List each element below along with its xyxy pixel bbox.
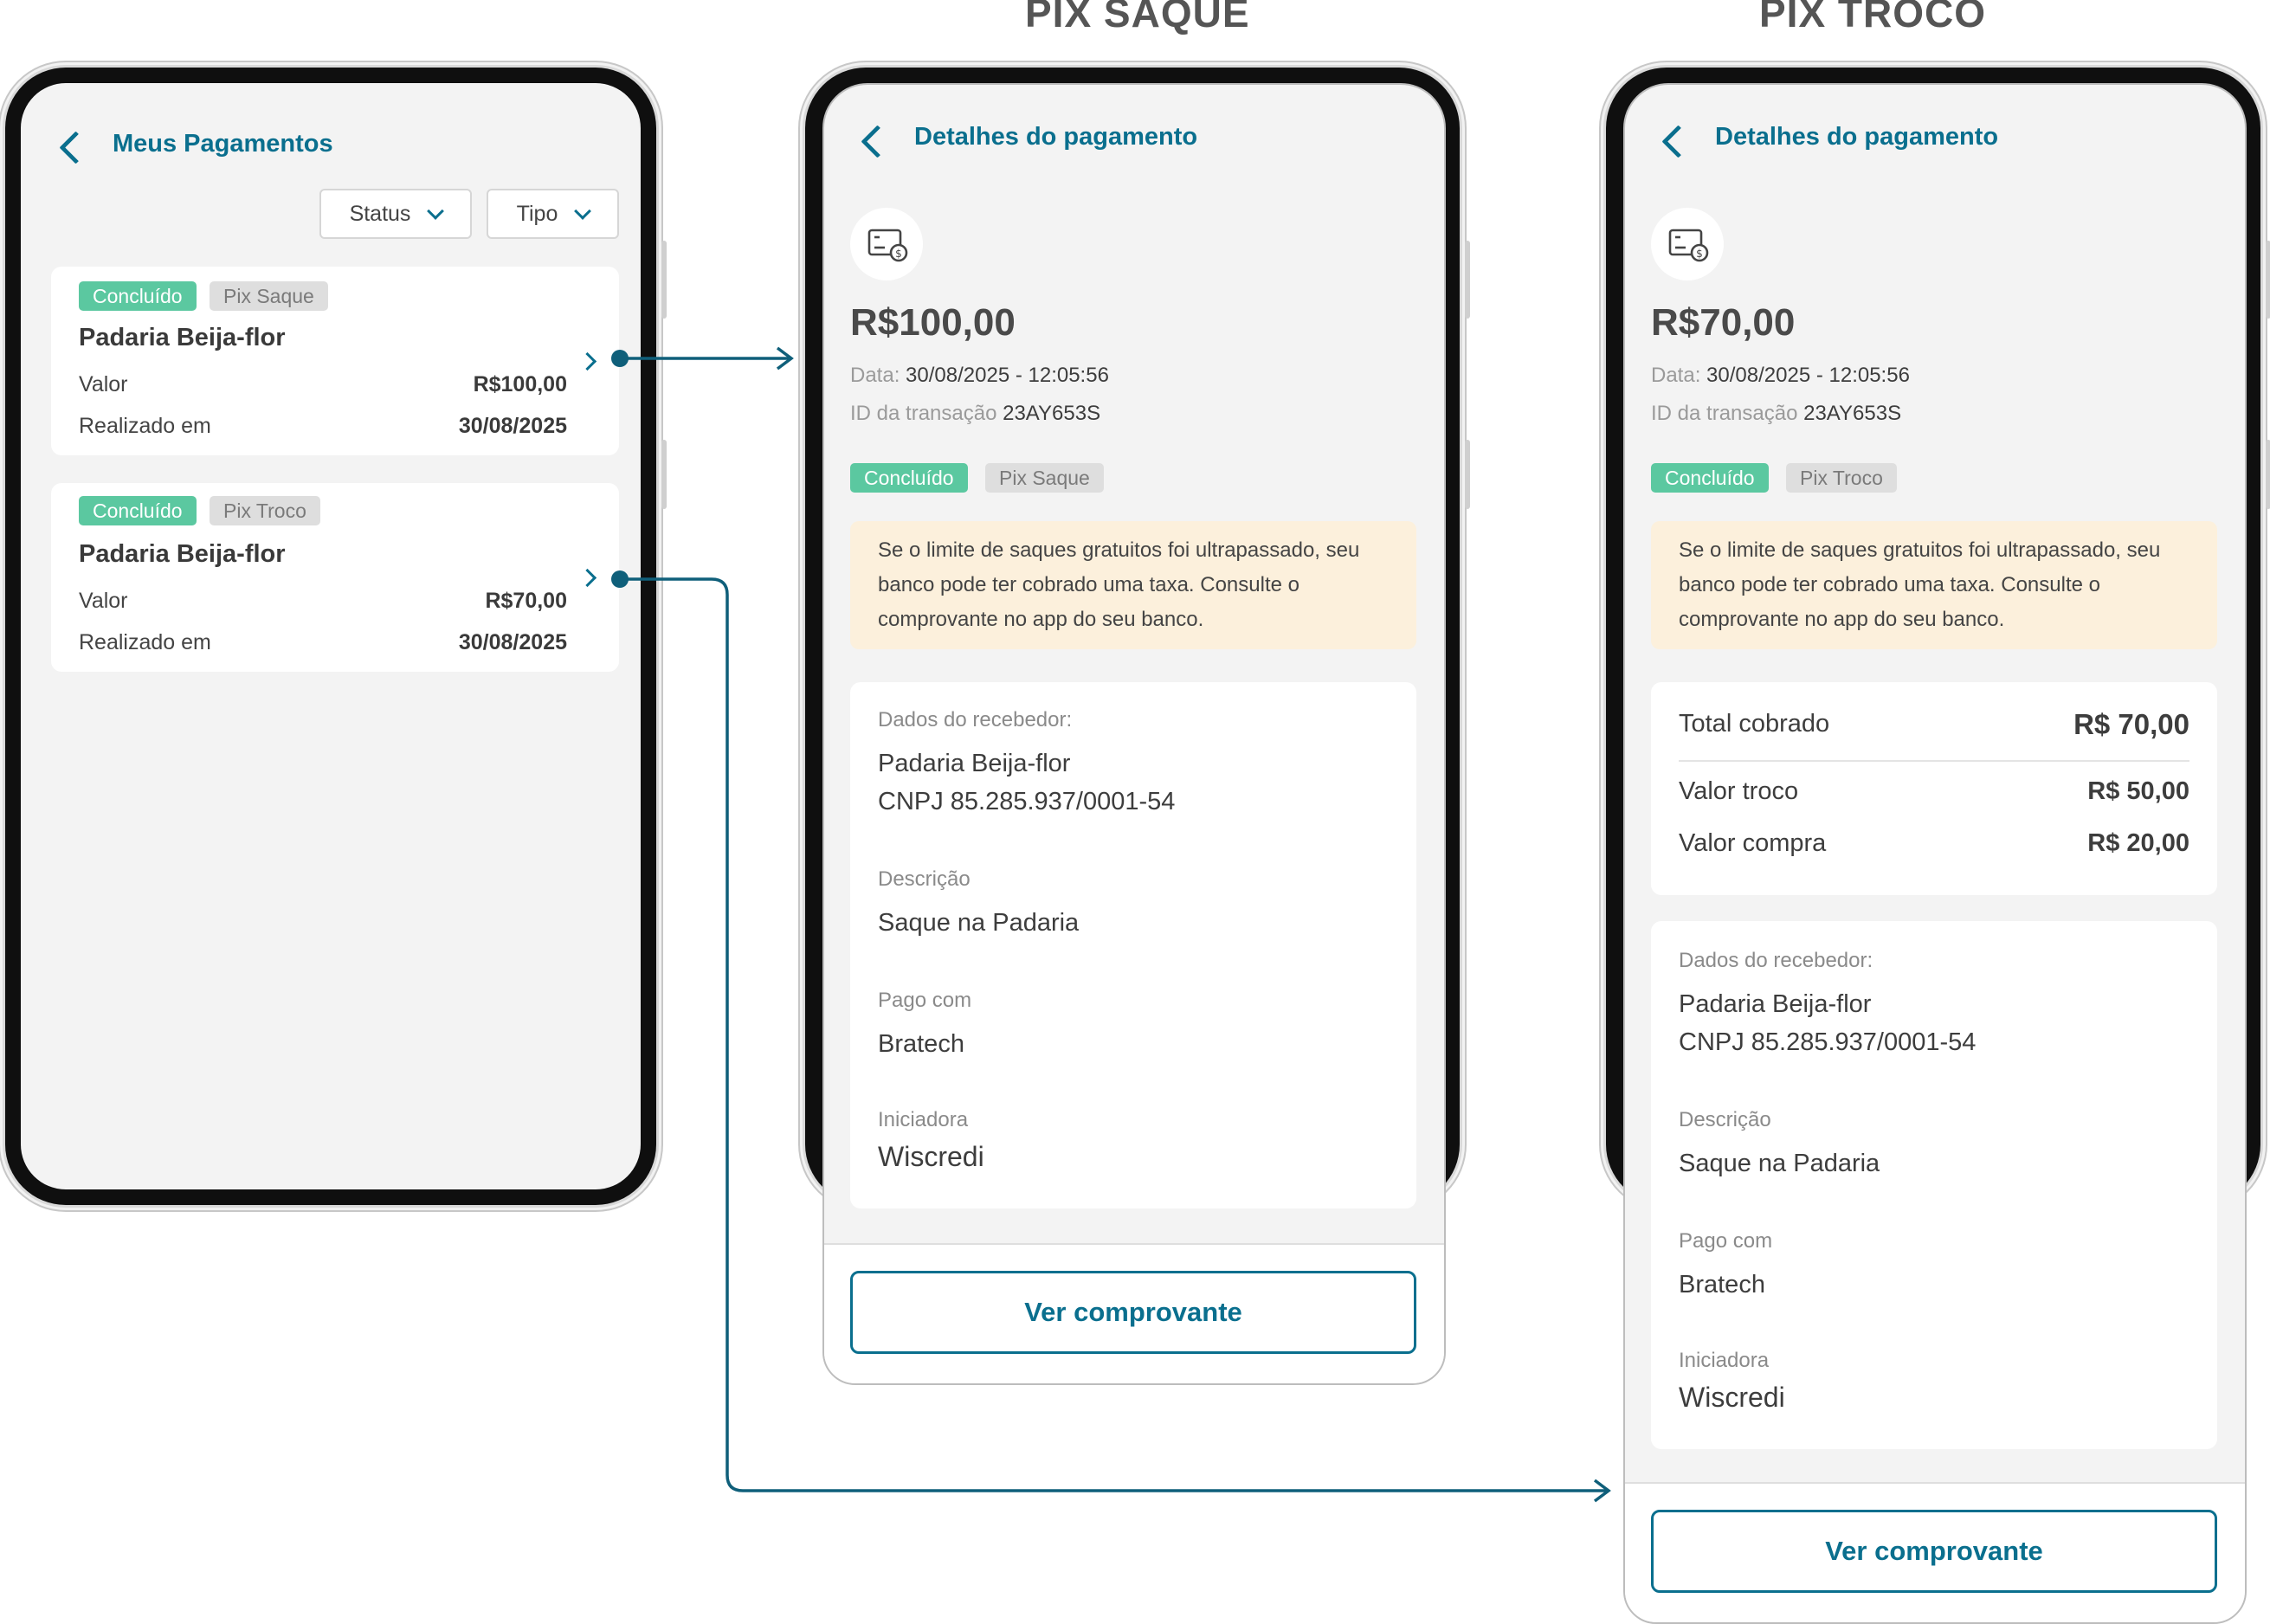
payment-amount: R$100,00 xyxy=(850,301,1016,344)
receiver-label: Dados do recebedor: xyxy=(878,708,1073,731)
tipo-filter-label: Tipo xyxy=(516,201,558,226)
tipo-filter-button[interactable]: Tipo xyxy=(487,189,619,239)
receiver-details-card: Dados do recebedor: Padaria Beija-flor C… xyxy=(850,682,1416,1208)
description-label: Descrição xyxy=(878,867,971,891)
initiator-label: Iniciadora xyxy=(1679,1349,1770,1372)
receiver-details-card: Dados do recebedor: Padaria Beija-flor C… xyxy=(1651,921,2217,1449)
paid-with-value: Bratech xyxy=(1679,1271,1765,1299)
status-filter-label: Status xyxy=(349,201,411,226)
troco-value-label: Valor troco xyxy=(1679,777,1799,805)
page-title: Detalhes do pagamento xyxy=(1715,123,1999,151)
status-badge: Concluído xyxy=(79,496,197,525)
status-filter-button[interactable]: Status xyxy=(319,189,472,239)
status-badge: Concluído xyxy=(1651,463,1769,493)
date-value: 30/08/2025 xyxy=(458,630,567,654)
view-receipt-button[interactable]: Ver comprovante xyxy=(850,1271,1416,1354)
date-label: Data: xyxy=(850,364,900,387)
paid-with-label: Pago com xyxy=(1679,1229,1773,1253)
receiver-cnpj: CNPJ 85.285.937/0001-54 xyxy=(878,788,1176,815)
total-charged-value: R$ 70,00 xyxy=(2073,708,2189,740)
purchase-value: R$ 20,00 xyxy=(2087,829,2189,857)
footer-bar: Ver comprovante xyxy=(824,1243,1444,1383)
type-badge: Pix Troco xyxy=(1786,463,1897,493)
merchant-name: Padaria Beija-flor xyxy=(79,324,286,351)
pix-saque-title: PIX SAQUE xyxy=(1025,0,1250,35)
transaction-id-label: ID da transação xyxy=(1651,402,1798,425)
connector-troco xyxy=(620,577,1611,1503)
date-value: 30/08/2025 xyxy=(458,414,567,438)
value-amount: R$100,00 xyxy=(473,372,567,396)
type-badge: Pix Saque xyxy=(985,463,1104,493)
pix-troco-title: PIX TROCO xyxy=(1759,0,1987,35)
fee-notice: Se o limite de saques gratuitos foi ultr… xyxy=(1651,521,2217,649)
transaction-id: ID da transação 23AY653S xyxy=(1651,402,1901,426)
footer-bar: Ver comprovante xyxy=(1625,1482,2245,1622)
transaction-id-value: 23AY653S xyxy=(1003,402,1101,425)
phone-payments-list: Meus Pagamentos Status Tipo Concluído Pi… xyxy=(5,68,667,1205)
initiator-value: Wiscredi xyxy=(878,1141,984,1172)
date-value: 30/08/2025 - 12:05:56 xyxy=(1706,364,1910,387)
date-label: Data: xyxy=(1651,364,1701,387)
transaction-id: ID da transação 23AY653S xyxy=(850,402,1100,426)
payment-card-troco[interactable]: Concluído Pix Troco Padaria Beija-flor V… xyxy=(51,483,619,672)
payments-list-screen: Meus Pagamentos Status Tipo Concluído Pi… xyxy=(21,83,641,1189)
receipt-money-icon: $ xyxy=(867,229,908,262)
date-label: Realizado em xyxy=(79,630,211,654)
amount-summary-card: Total cobrado R$ 70,00 Valor troco R$ 50… xyxy=(1651,682,2217,895)
pix-troco-screen: Detalhes do pagamento $ R$70,00 Data: 30… xyxy=(1623,83,2247,1624)
description-label: Descrição xyxy=(1679,1108,1771,1131)
receiver-cnpj: CNPJ 85.285.937/0001-54 xyxy=(1679,1028,1977,1056)
payment-card-saque[interactable]: Concluído Pix Saque Padaria Beija-flor V… xyxy=(51,267,619,455)
status-badge: Concluído xyxy=(850,463,968,493)
value-label: Valor xyxy=(79,589,128,613)
date-value: 30/08/2025 - 12:05:56 xyxy=(906,364,1109,387)
payment-amount: R$70,00 xyxy=(1651,301,1796,344)
receipt-icon-circle: $ xyxy=(850,208,923,280)
view-receipt-button[interactable]: Ver comprovante xyxy=(1651,1510,2217,1593)
summary-divider xyxy=(1679,760,2189,762)
transaction-id-value: 23AY653S xyxy=(1803,402,1902,425)
initiator-value: Wiscredi xyxy=(1679,1382,1785,1413)
total-charged-label: Total cobrado xyxy=(1679,710,1830,738)
payment-date: Data: 30/08/2025 - 12:05:56 xyxy=(1651,364,1910,388)
receiver-name: Padaria Beija-flor xyxy=(878,750,1071,777)
pix-saque-screen: Detalhes do pagamento $ R$100,00 Data: 3… xyxy=(822,83,1446,1385)
payment-date: Data: 30/08/2025 - 12:05:56 xyxy=(850,364,1109,388)
receipt-money-icon: $ xyxy=(1668,229,1709,262)
merchant-name: Padaria Beija-flor xyxy=(79,540,286,568)
receiver-name: Padaria Beija-flor xyxy=(1679,990,1872,1018)
purchase-value-label: Valor compra xyxy=(1679,829,1827,857)
paid-with-label: Pago com xyxy=(878,989,972,1012)
transaction-id-label: ID da transação xyxy=(850,402,997,425)
troco-value: R$ 50,00 xyxy=(2087,777,2189,805)
description-value: Saque na Padaria xyxy=(1679,1150,1880,1177)
receiver-label: Dados do recebedor: xyxy=(1679,949,1873,972)
value-amount: R$70,00 xyxy=(485,589,567,613)
page-title: Detalhes do pagamento xyxy=(914,123,1198,151)
type-badge: Pix Troco xyxy=(210,496,320,525)
connector-saque xyxy=(620,346,794,371)
paid-with-value: Bratech xyxy=(878,1030,964,1058)
value-label: Valor xyxy=(79,372,128,396)
initiator-label: Iniciadora xyxy=(878,1108,969,1131)
receipt-icon-circle: $ xyxy=(1651,208,1724,280)
date-label: Realizado em xyxy=(79,414,211,438)
page-title: Meus Pagamentos xyxy=(113,130,333,158)
description-value: Saque na Padaria xyxy=(878,909,1080,937)
type-badge: Pix Saque xyxy=(210,281,328,311)
status-badge: Concluído xyxy=(79,281,197,311)
svg-text:$: $ xyxy=(1696,248,1703,260)
connector-start-dot xyxy=(611,350,629,367)
fee-notice: Se o limite de saques gratuitos foi ultr… xyxy=(850,521,1416,649)
connector-start-dot xyxy=(611,570,629,588)
svg-text:$: $ xyxy=(895,248,902,260)
